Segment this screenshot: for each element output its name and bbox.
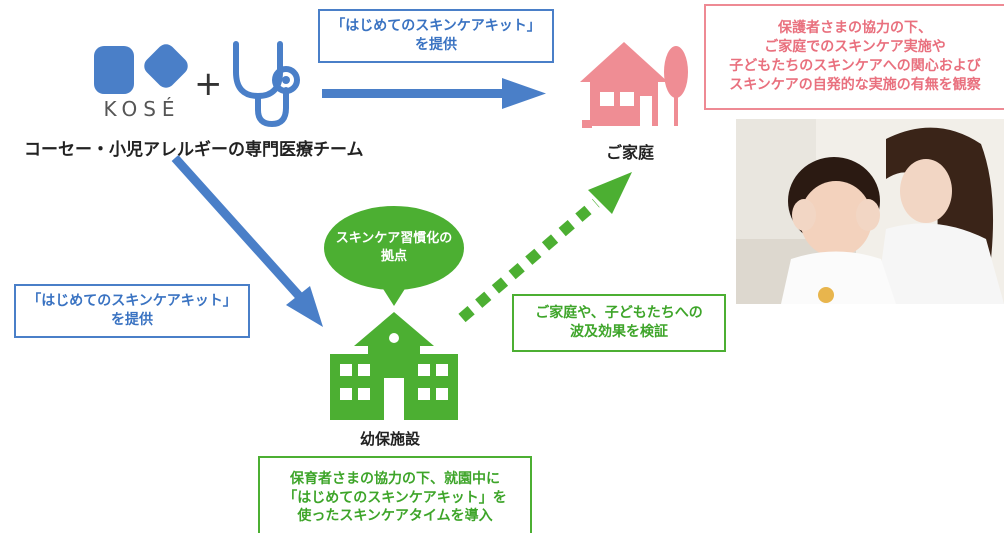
stethoscope-icon [233,41,300,128]
team-label: コーセー・小児アレルギーの専門医療チーム [24,140,364,160]
kit-box-line-2: を提供 [415,37,457,53]
arrow-team-to-facility [171,154,323,327]
arrow-team-to-home [322,78,546,109]
facility-description-box: 保育者さまの協力の下、就園中に 「はじめてのスキンケアキット」を 使ったスキンケ… [258,456,532,533]
kit-box-line-2: を提供 [111,312,153,328]
bubble-line-1: スキンケア習慣化の [335,231,453,247]
habit-hub-bubble: スキンケア習慣化の 拠点 [330,226,458,270]
dotted-arrow-facility-to-home [458,172,632,323]
bubble-line-2: 拠点 [380,249,407,264]
kose-logo-text: KOSÉ [103,97,181,121]
mother-child-photo [736,119,1004,304]
home-box-line-3: 子どもたちのスキンケアへの関心および [729,58,981,74]
facility-box-line-2: 「はじめてのスキンケアキット」を [283,489,507,506]
home-label: ご家庭 [606,143,655,162]
kose-logo [94,44,188,94]
kit-box-line-1: 「はじめてのスキンケアキット」 [331,18,541,35]
home-box-line-4: スキンケアの自発的な実施の有無を観察 [729,76,981,93]
facility-label: 幼保施設 [360,430,421,448]
kit-box-line-1: 「はじめてのスキンケアキット」 [27,293,237,310]
ripple-box-line-1: ご家庭や、子どもたちへの [535,305,703,322]
ripple-box-line-2: 波及効果を検証 [570,324,668,340]
ripple-effect-box: ご家庭や、子どもたちへの 波及効果を検証 [512,294,726,352]
kit-provision-box-top: 「はじめてのスキンケアキット」 を提供 [318,9,554,63]
facility-box-line-1: 保育者さまの協力の下、就園中に [290,470,500,487]
plus-sign: + [194,64,223,104]
home-box-line-1: 保護者さまの協力の下、 [778,20,932,37]
home-box-line-2: ご家庭でのスキンケア実施や [764,39,946,56]
kit-provision-box-left: 「はじめてのスキンケアキット」 を提供 [14,284,250,338]
facility-box-line-3: 使ったスキンケアタイムを導入 [297,508,493,525]
home-observation-box: 保護者さまの協力の下、 ご家庭でのスキンケア実施や 子どもたちのスキンケアへの関… [704,4,1004,110]
